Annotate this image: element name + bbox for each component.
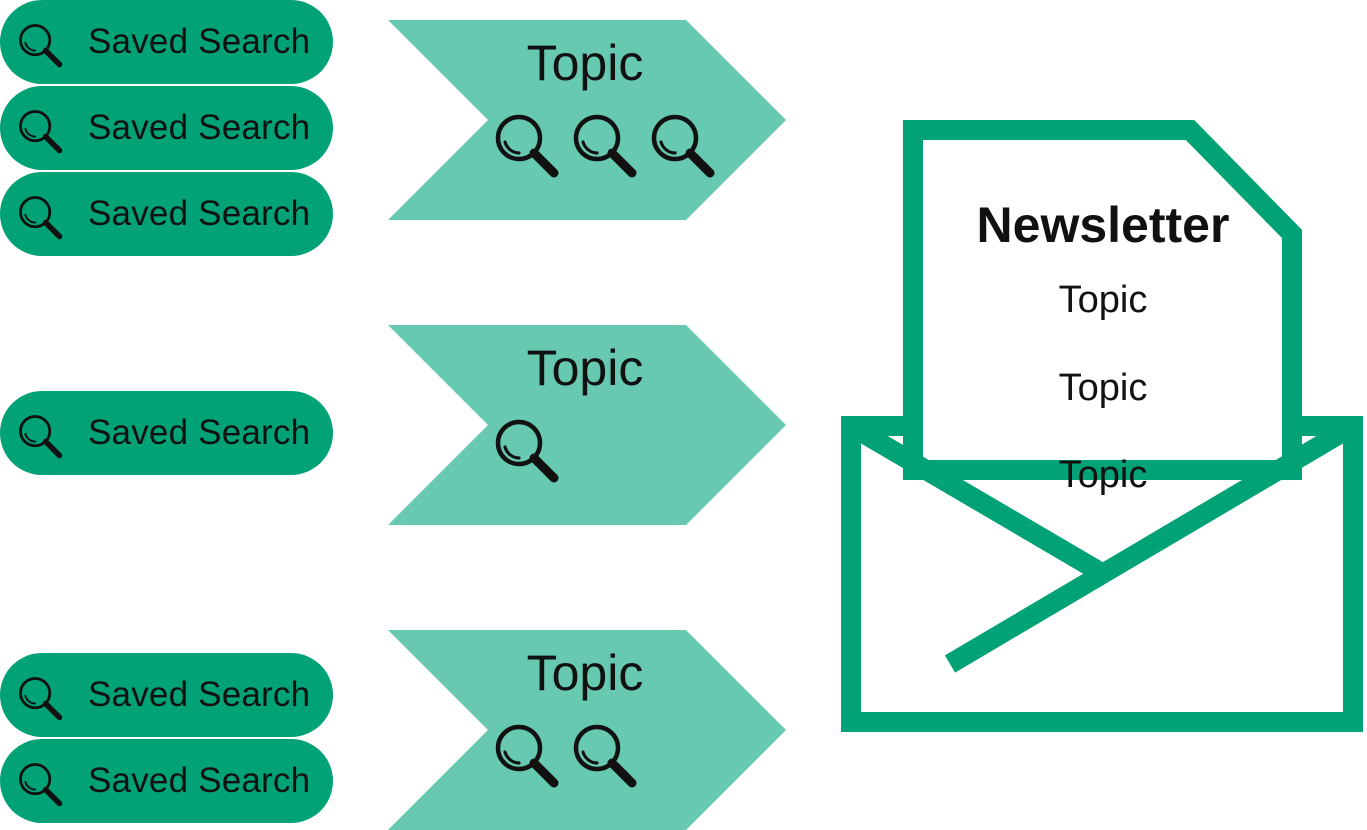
magnifier-icon (573, 114, 637, 178)
saved-search-label: Saved Search (88, 22, 311, 61)
magnifier-icon (15, 675, 65, 721)
newsletter-topic-1: Topic (1058, 279, 1148, 321)
saved-search-pill-4: Saved Search (0, 391, 333, 475)
magnifier-icon (15, 413, 65, 459)
saved-search-label: Saved Search (88, 675, 311, 714)
saved-search-label: Saved Search (88, 194, 311, 233)
topic-search-icons (493, 112, 727, 182)
topic-chevron-2: Topic (388, 325, 786, 525)
newsletter-topic-2: Topic (1058, 367, 1148, 409)
envelope-icon (841, 120, 1363, 732)
magnifier-icon (19, 677, 63, 721)
magnifier-icon (19, 24, 63, 68)
saved-search-label: Saved Search (88, 413, 311, 452)
topic-chevron-3: Topic (388, 630, 786, 830)
magnifier-icon (19, 110, 63, 154)
newsletter-topic-3: Topic (1058, 454, 1148, 496)
saved-search-label: Saved Search (88, 108, 311, 147)
envelope-flap-right (944, 417, 1359, 673)
magnifier-icon (15, 108, 65, 154)
magnifier-icon (495, 419, 559, 483)
magnifier-icon (15, 761, 65, 807)
chevron-shape (388, 325, 786, 525)
saved-search-label: Saved Search (88, 761, 311, 800)
saved-search-pill-2: Saved Search (0, 86, 333, 170)
saved-search-pill-3: Saved Search (0, 172, 333, 256)
saved-search-pill-6: Saved Search (0, 739, 333, 823)
magnifier-icon (573, 724, 637, 788)
magnifier-icon (495, 114, 559, 178)
magnifier-icon (19, 415, 63, 459)
saved-search-pill-1: Saved Search (0, 0, 333, 84)
magnifier-icon (19, 763, 63, 807)
topic-title: Topic (526, 35, 644, 91)
letter-paper (903, 120, 1302, 480)
magnifier-icon (495, 724, 559, 788)
magnifier-icon (15, 194, 65, 240)
topic-title: Topic (526, 340, 644, 396)
topic-search-icons (493, 417, 571, 487)
magnifier-icon (651, 114, 715, 178)
topic-chevron-1: Topic (388, 20, 786, 220)
topic-title: Topic (526, 645, 644, 701)
topic-search-icons (493, 722, 649, 792)
magnifier-icon (15, 22, 65, 68)
saved-search-pill-5: Saved Search (0, 653, 333, 737)
newsletter-title: Newsletter (976, 197, 1230, 253)
envelope-flap-left (845, 417, 1106, 581)
magnifier-icon (19, 196, 63, 240)
